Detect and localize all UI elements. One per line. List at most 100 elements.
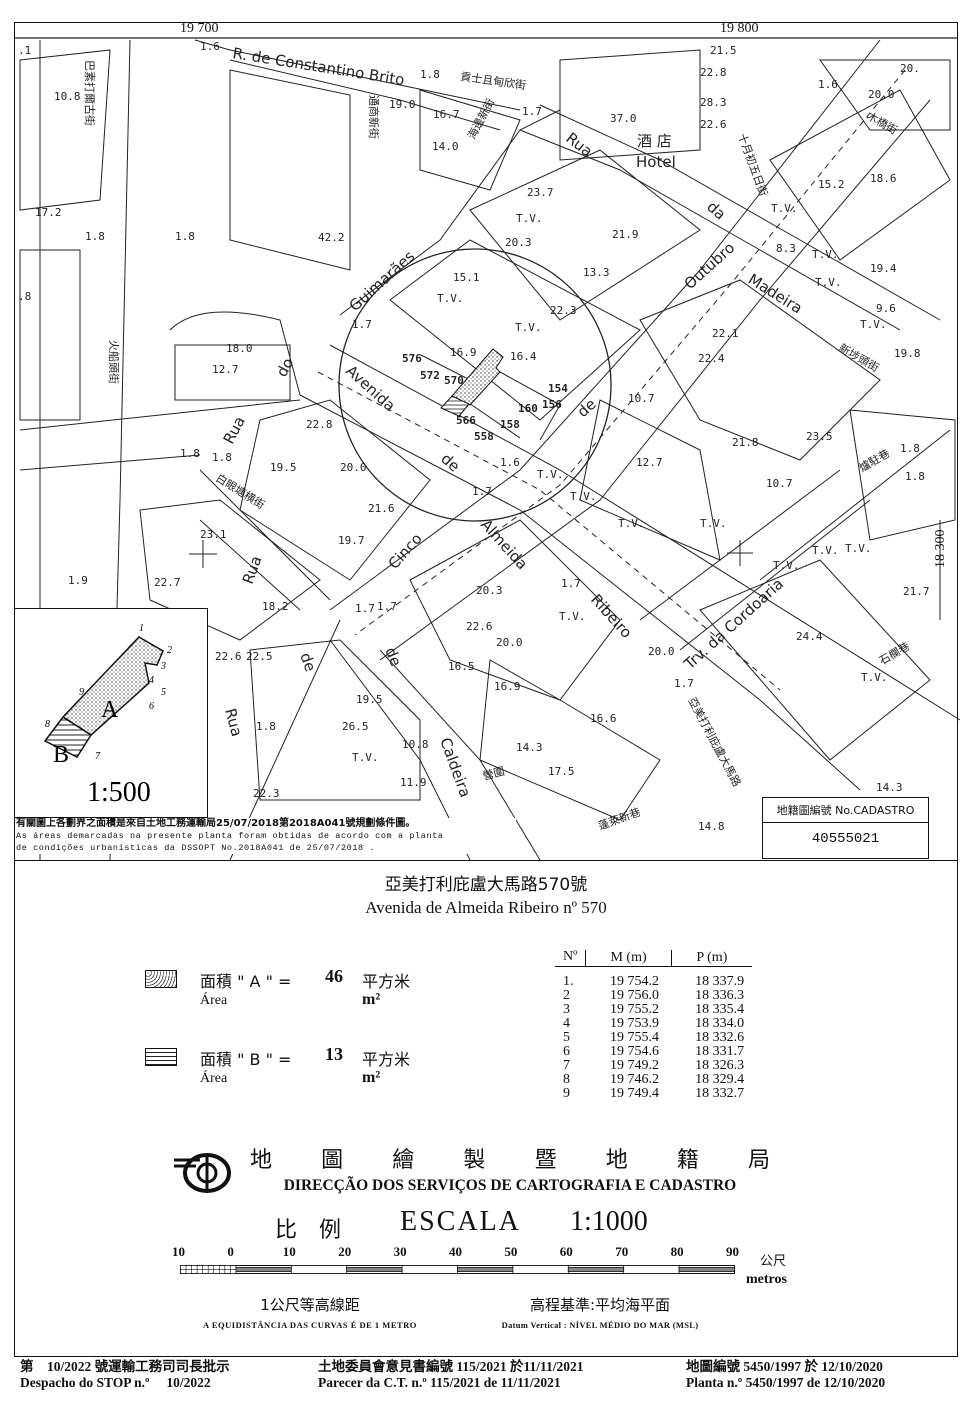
street-name: do [273,355,298,380]
elevation-label: 1.6 [818,78,838,91]
chinese-street-name: 爐駐巷 [857,446,893,475]
grid-label-p-right: 18 300 [933,530,948,569]
elevation-label: 1.7 [352,318,372,331]
p-coordinate: 18 329.4 [695,1072,745,1087]
scale-bar-subdivision [213,1265,220,1270]
elevation-label: 1.7 [472,485,492,498]
scale-bar-subdivision [180,1265,187,1270]
m-coordinate: 19 755.2 [609,1002,659,1017]
elevation-label: .1 [18,44,31,57]
vertex-number: 4 [563,1016,570,1031]
scale-bar-segment [401,1265,458,1274]
elevation-label: 10.8 [402,738,429,751]
scale-bar-segment [457,1267,514,1272]
elevation-label: 20.3 [505,236,532,249]
parcel-number: 576 [402,352,422,365]
scale-bar-subdivision [224,1265,231,1270]
elevation-label: 21.5 [710,44,737,57]
tv-mark: T.V. [618,517,645,530]
footer-despacho: 第 10/2022 號運輸工務司司長批示 Despacho do STOP n.… [20,1359,230,1391]
parcel-number: 154 [548,382,568,395]
elevation-label: 1.8 [180,447,200,460]
vertex-number: 5 [563,1030,570,1045]
tv-mark: T.V. [771,202,798,215]
p-coordinate: 18 326.3 [695,1058,745,1073]
inset-label-b: B [53,742,69,768]
elevation-label: 22.4 [698,352,725,365]
elevation-label: 21.6 [368,502,395,515]
cadastro-number: 40555021 [811,831,880,847]
elevation-label: 9.6 [876,302,896,315]
p-coordinate: 18 335.4 [695,1002,745,1017]
tv-mark: T.V. [812,544,839,557]
street-name: Madeira [745,270,806,317]
area-a-label-pt: Área [200,993,228,1008]
elevation-label: 1.6 [500,456,520,469]
vertex-number: 7 [563,1058,570,1073]
address-zh: 亞美打利庇盧大馬路570號 [384,875,588,895]
elevation-label: 19.5 [356,693,383,706]
parcel-number: 558 [474,430,494,443]
parcel-b-area [440,395,470,417]
elevation-label: 23.5 [806,430,833,443]
scale-bar-subdivision [207,1269,215,1274]
street-name: Guimarães [346,247,419,315]
street-name: Cinco [385,530,426,573]
parcel-number: 572 [420,369,440,382]
elevation-label: 22.3 [253,787,280,800]
scale-tick-label: 50 [504,1244,518,1259]
vertex-number: 8 [563,1072,570,1087]
elevation-label: 10.8 [54,90,81,103]
area-a-unit: m² [362,991,381,1008]
elevation-label: 16.9 [450,346,477,359]
m-coordinate: 19 749.2 [609,1058,659,1073]
elevation-label: 10.7 [628,392,655,405]
p-coordinate: 18 331.7 [695,1044,745,1059]
elevation-label: 14.3 [876,781,903,794]
scale-tick-label: 80 [670,1244,684,1259]
elevation-label: 15.2 [818,178,845,191]
inset-vertex-label: 3 [160,661,166,672]
p-coordinate: 18 332.6 [695,1030,745,1045]
contour-interval-zh: 1公尺等高線距 [260,1296,360,1314]
street-name: Avenida [342,362,399,415]
elevation-label: 14.0 [432,140,459,153]
elevation-label: 42.2 [318,231,345,244]
scale-tick-label: 90 [726,1244,739,1259]
m-coordinate: 19 755.4 [609,1030,659,1045]
grid-label-m-left: 19 700 [180,21,219,36]
inset-vertex-label: 5 [161,687,166,698]
col-header-no: Nº [555,950,587,967]
elevation-label: 13.3 [583,266,610,279]
area-b-label-pt: Área [200,1071,228,1086]
tv-mark: T.V. [559,610,586,623]
area-b-label: 面積 " B " = [200,1050,292,1069]
scale-bar-subdivision [218,1269,226,1274]
m-coordinate: 19 746.2 [609,1072,659,1087]
agency-logo [174,1153,231,1193]
elevation-label: 22.6 [700,118,727,131]
tv-mark: T.V. [570,490,597,503]
chinese-street-name: 木橋街 [865,108,901,137]
scale-unit-pt: metros [746,1272,787,1287]
inset-vertex-label: 1 [139,623,144,634]
elevation-label: 12.7 [212,363,239,376]
parcel-number: 570 [444,374,464,387]
tv-mark: T.V. [700,517,727,530]
elevation-label: 18.0 [226,342,253,355]
coordinate-row: 5 19 755.4 18 332.6 [555,1031,752,1045]
scale-bar [180,1265,735,1274]
elevation-label: 1.7 [561,577,581,590]
planta-zh: 地圖編號 5450/1997 於 12/10/2020 [686,1359,883,1374]
street-name: Almeida [477,516,531,573]
elevation-label: 14.3 [516,741,543,754]
elevation-label: 20.0 [648,645,675,658]
scale-tick-label: 70 [615,1244,629,1259]
agency-name-zh: 地 圖 繪 製 暨 地 籍 局 [250,1148,770,1173]
elevation-label: 20.0 [340,461,367,474]
tv-mark: T.V. [537,468,564,481]
